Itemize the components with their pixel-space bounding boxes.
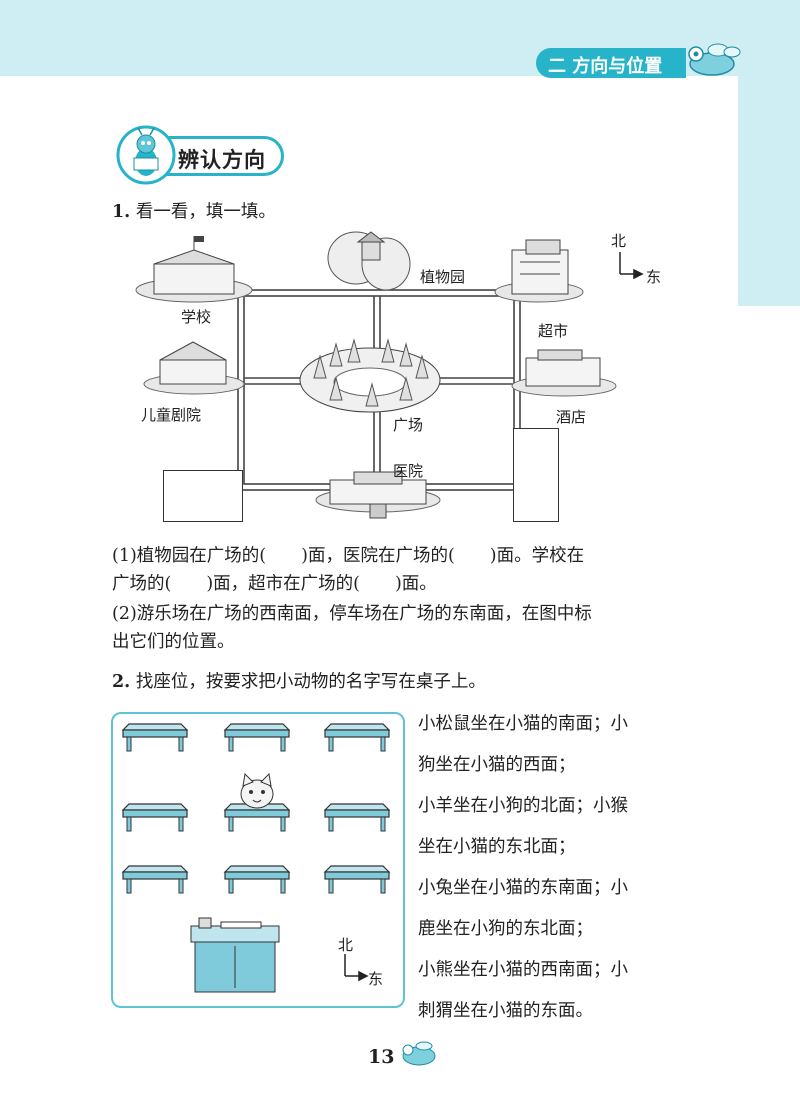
- cat-icon: [240, 772, 274, 809]
- clue-line: 小熊坐在小猫的西南面；小: [418, 960, 628, 980]
- square-plaza-icon: [299, 338, 441, 413]
- desk-sw[interactable]: [122, 865, 188, 894]
- hospital-label: 医院: [393, 462, 424, 480]
- clue-line: 小松鼠坐在小猫的南面；小: [418, 714, 628, 734]
- clue-line: 小兔坐在小猫的东南面；小: [418, 878, 628, 898]
- bee-footer-icon: [402, 1041, 436, 1066]
- classroom-seating-diagram: [122, 723, 390, 993]
- clue-line: 小羊坐在小狗的北面；小猴: [418, 796, 628, 816]
- hotel-label: 酒店: [556, 408, 587, 426]
- clue-line: 狗坐在小猫的西面；: [418, 755, 576, 775]
- botanical-garden-label: 植物园: [420, 268, 466, 286]
- desk-nw[interactable]: [122, 723, 188, 752]
- clue-line: 坐在小猫的东北面；: [418, 837, 576, 857]
- school-building-icon: [135, 236, 253, 303]
- q1-part2-line1: (2)游乐场在广场的西南面，停车场在广场的东南面，在图中标: [112, 604, 592, 624]
- question-number: 1.: [112, 202, 131, 222]
- question-2: 2. 找座位，按要求把小动物的名字写在桌子上。: [112, 668, 486, 696]
- amusement-park-blank[interactable]: [163, 470, 243, 522]
- supermarket-building-icon: [494, 239, 584, 303]
- compass-east-label: 东: [646, 268, 662, 286]
- desk-ne[interactable]: [324, 723, 390, 752]
- bee-mascot-icon: [688, 43, 741, 76]
- side-margin-band: [738, 76, 800, 306]
- desk-w[interactable]: [122, 803, 188, 832]
- desk-s[interactable]: [224, 865, 290, 894]
- question-prompt: 看一看，填一填。: [135, 202, 276, 222]
- square-label: 广场: [393, 416, 424, 434]
- q1-part2-line2: 出它们的位置。: [112, 632, 235, 652]
- direction-map: [135, 231, 644, 519]
- seating-east-label: 东: [368, 970, 384, 988]
- compass-icon: [619, 252, 644, 280]
- childrens-theater-icon: [143, 341, 245, 395]
- q1-part1-line2: 广场的( )面，超市在广场的( )面。: [112, 574, 437, 594]
- seating-panel: [111, 712, 405, 1008]
- school-label: 学校: [181, 308, 212, 326]
- hotel-building-icon: [511, 349, 617, 397]
- chapter-title: 二 方向与位置: [548, 56, 663, 77]
- childrens-theater-label: 儿童剧院: [141, 406, 202, 424]
- section-title: 辨认方向: [178, 148, 266, 172]
- supermarket-label: 超市: [538, 322, 569, 340]
- clue-line: 刺猬坐在小猫的东面。: [418, 1001, 593, 1021]
- desk-e[interactable]: [324, 803, 390, 832]
- hospital-building-icon: [315, 471, 441, 519]
- page-number: 13: [368, 1046, 395, 1068]
- desk-n[interactable]: [224, 723, 290, 752]
- seating-compass-icon: [344, 954, 369, 982]
- chapter-tab: [536, 48, 686, 78]
- bee-reading-icon: [116, 125, 176, 185]
- seating-north-label: 北: [338, 936, 354, 954]
- q1-part1-line1: (1)植物园在广场的( )面，医院在广场的( )面。学校在: [112, 546, 585, 566]
- clue-line: 鹿坐在小狗的东北面；: [418, 919, 593, 939]
- parking-lot-blank[interactable]: [513, 428, 559, 522]
- question-prompt: 找座位，按要求把小动物的名字写在桌子上。: [135, 672, 486, 692]
- botanical-garden-icon: [327, 231, 411, 291]
- question-1: 1. 看一看，填一填。: [112, 198, 276, 226]
- desk-se[interactable]: [324, 865, 390, 894]
- question-number: 2.: [112, 672, 131, 692]
- teacher-desk-icon: [190, 917, 280, 993]
- compass-north-label: 北: [611, 232, 627, 250]
